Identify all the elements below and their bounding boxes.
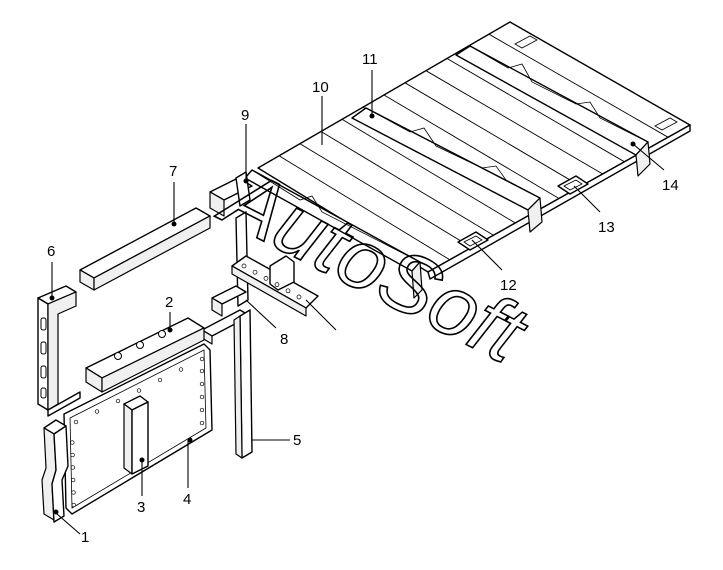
callout-12: 12 [500,277,517,294]
callout-7: 7 [169,163,177,180]
callout-9: 9 [241,107,249,124]
corner-bracket [209,171,253,217]
callout-14: 14 [662,177,679,194]
rivet [285,288,291,294]
rivet [136,388,142,393]
vertical-post-5 [201,309,253,459]
callout-4: 4 [183,491,191,508]
rivet [199,381,205,387]
rivet [94,409,100,414]
floor-bracket-13 [557,175,589,195]
callout-13: 13 [598,219,615,236]
rivet [199,394,205,400]
rivet [70,440,75,445]
floor-rib [341,118,516,224]
rivet [71,490,76,495]
rivet [178,367,184,372]
rail-2 [85,317,205,393]
rivet [199,407,205,413]
rivet [70,452,75,458]
floor-rib [383,94,560,199]
leader-lines [51,70,665,535]
rivet [274,282,280,287]
floor-rib [299,143,472,248]
callout-5: 5 [293,432,301,449]
cross-member-middle [351,107,543,233]
front-pillar-1 [41,419,69,523]
floor-rib [488,33,669,138]
callout-2: 2 [165,294,173,311]
rivet [157,377,163,383]
stiffener-3 [123,395,149,475]
floor-rib [425,70,603,175]
rivet [241,263,247,269]
callout-1: 1 [81,529,89,546]
rivet [70,465,76,470]
callout-8: 8 [280,331,288,348]
rivet [199,356,205,362]
angle-channel-7 [79,207,211,291]
floor-rib [404,82,582,187]
callout-labels: 1 2 3 4 5 6 7 8 9 10 11 12 13 14 [47,51,679,546]
cross-member-front [244,169,423,299]
callout-6: 6 [47,243,55,260]
rivet [263,276,269,281]
floor-rib [320,131,494,236]
l-bracket-6 [37,285,81,417]
floor-rib [278,155,451,261]
rivet [73,419,79,425]
mounting-bracket [231,255,319,317]
rivet [296,294,302,300]
callout-10: 10 [312,79,329,96]
rivet [252,269,258,275]
floor-rib [446,58,625,163]
cross-member-rear [455,45,651,177]
callout-3: 3 [137,499,145,516]
rivet [71,502,76,508]
rivet [199,420,205,426]
rivet [199,368,205,374]
rivet [71,477,76,483]
callout-11: 11 [362,51,378,68]
rivet [115,398,121,404]
